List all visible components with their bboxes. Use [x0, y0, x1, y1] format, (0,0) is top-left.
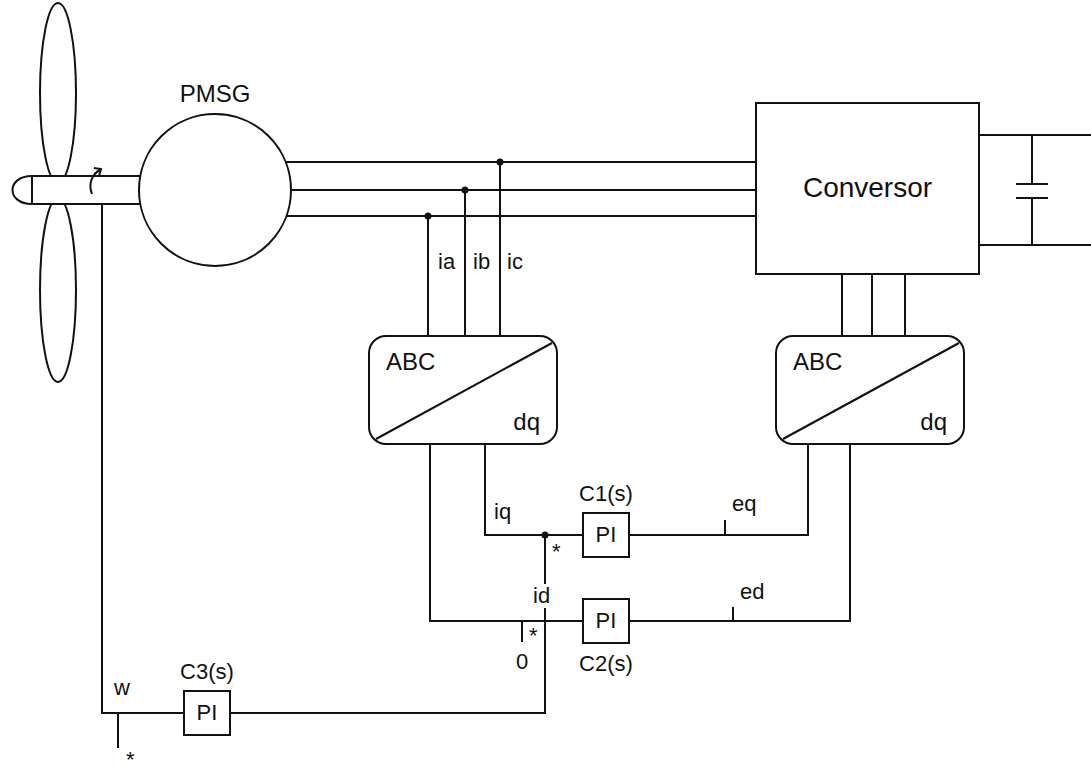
block-label: ABC — [793, 349, 842, 375]
block-label: PI — [596, 609, 617, 633]
capacitor-symbol — [1016, 184, 1048, 198]
signal-label: * — [527, 624, 540, 648]
turbine-blade — [40, 3, 76, 183]
signal-label: ia — [436, 250, 457, 274]
signal-wire — [231, 535, 582, 713]
block-heading: C2(s) — [579, 652, 633, 676]
signal-label: ed — [738, 580, 766, 604]
signal-label: * — [550, 540, 563, 564]
signal-label: * — [124, 748, 137, 772]
signal-wire — [630, 445, 850, 621]
transform-block: ABC dq — [368, 335, 558, 445]
signal-wire — [291, 189, 755, 191]
signal-label: w — [112, 676, 132, 700]
block-label: PI — [197, 701, 218, 725]
block-heading: C3(s) — [180, 660, 234, 684]
capacitor-lead — [1031, 135, 1033, 245]
signal-label: ib — [471, 250, 492, 274]
turbine-blade — [40, 198, 76, 382]
signal-wire — [841, 275, 843, 335]
rotation-arrow — [90, 170, 100, 194]
pi-controller: C3(s)PI — [183, 690, 231, 736]
converter-box: Conversor — [755, 102, 980, 275]
pi-controller: PIC2(s) — [582, 598, 630, 644]
signal-wire — [485, 445, 582, 535]
signal-label: id — [531, 584, 552, 608]
rotation-arrowhead — [94, 168, 101, 176]
block-label: dq — [920, 409, 947, 435]
block-label: dq — [513, 409, 540, 435]
block-label: ABC — [386, 349, 435, 375]
signal-label: ic — [505, 250, 525, 274]
dc-bus — [980, 135, 1091, 245]
signal-wire — [430, 445, 582, 621]
block-heading: PMSG — [180, 81, 251, 107]
turbine-shaft — [32, 176, 140, 204]
reference-tick — [521, 622, 523, 642]
signal-wire — [286, 161, 755, 163]
block-heading: C1(s) — [579, 482, 633, 506]
block-label: Conversor — [803, 173, 932, 204]
signal-label: iq — [492, 500, 513, 524]
signal-wire — [871, 275, 873, 335]
signal-wire — [630, 445, 808, 535]
generator-circle: PMSG — [138, 113, 292, 267]
signal-label: 0 — [514, 650, 530, 674]
reference-tick — [117, 713, 119, 748]
transform-block: ABC dq — [775, 335, 965, 445]
signal-wire — [286, 215, 755, 217]
signal-wire — [904, 275, 906, 335]
turbine-hub — [13, 176, 33, 204]
speed-wire — [102, 204, 183, 713]
block-label: PI — [596, 523, 617, 547]
pi-controller: C1(s)PI — [582, 512, 630, 558]
current-tap — [428, 162, 500, 335]
signal-label: eq — [730, 492, 758, 516]
